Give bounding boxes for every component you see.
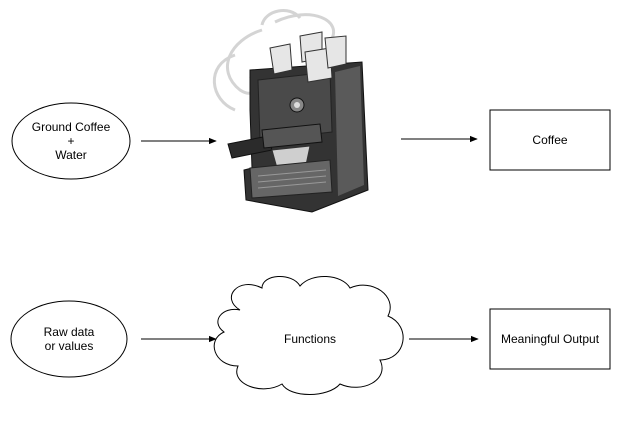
- raw-data-line1: Raw data: [43, 325, 95, 339]
- raw-data-ellipse: [10, 300, 128, 378]
- raw-data-line2: or values: [44, 339, 94, 353]
- functions-cloud: [213, 275, 404, 395]
- raw-data-label: Raw data or values: [11, 301, 127, 377]
- functions-label: Functions: [283, 332, 337, 346]
- espresso-machine-image: [212, 9, 369, 213]
- coffee-input-line2: +: [67, 134, 75, 148]
- meaningful-output-box: [489, 308, 611, 370]
- coffee-input-ellipse: [11, 102, 131, 180]
- coffee-input-line1: Ground Coffee: [31, 120, 111, 134]
- meaningful-output-label: Meaningful Output: [500, 332, 600, 346]
- coffee-output-box: [489, 109, 611, 171]
- coffee-output-label: Coffee: [532, 133, 568, 147]
- coffee-input-label: Ground Coffee + Water: [12, 103, 130, 179]
- coffee-input-line3: Water: [55, 148, 87, 162]
